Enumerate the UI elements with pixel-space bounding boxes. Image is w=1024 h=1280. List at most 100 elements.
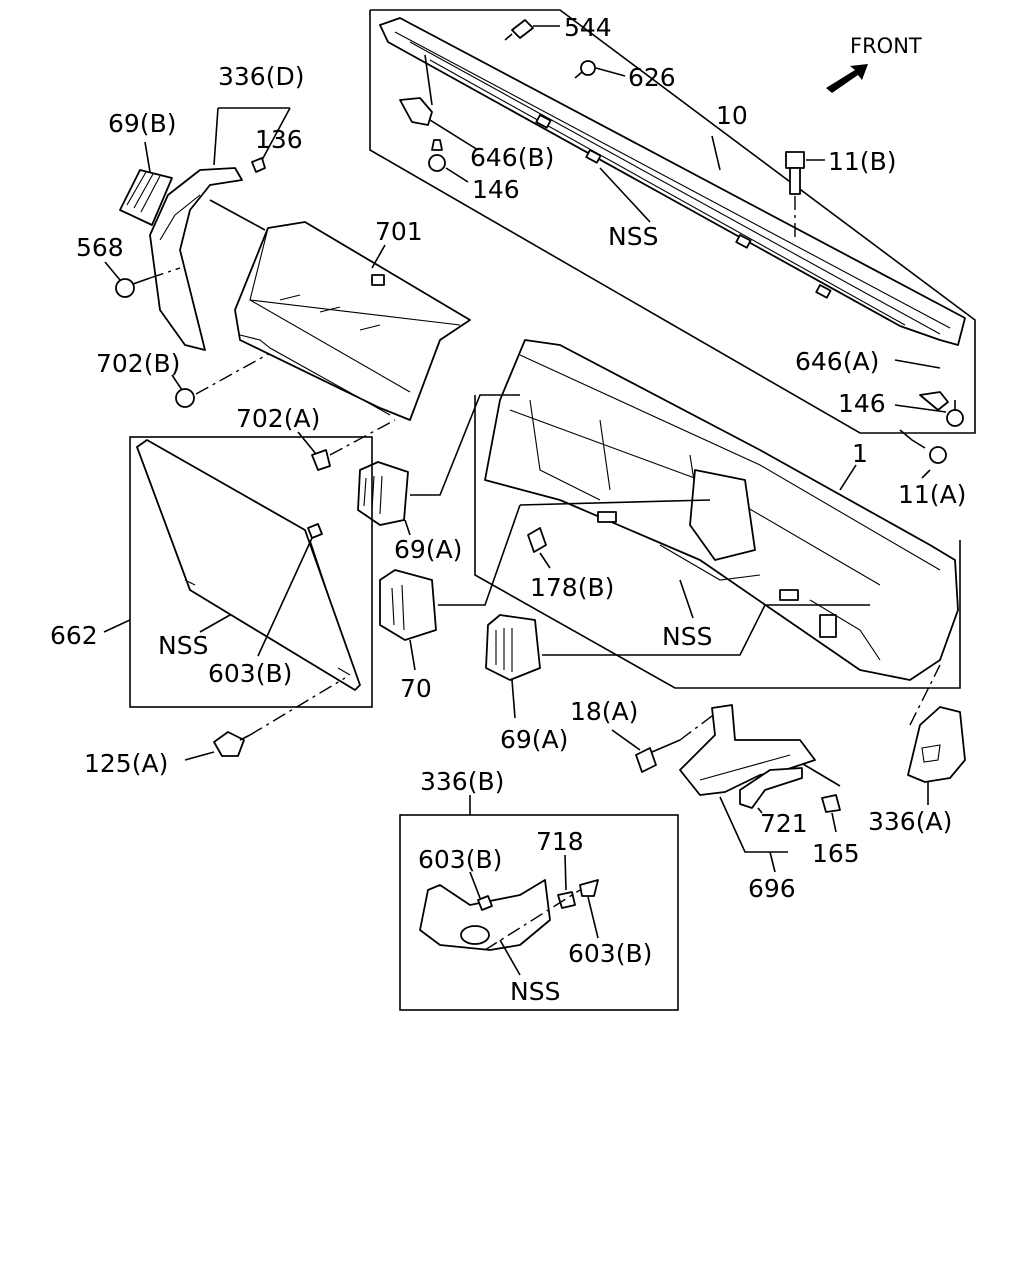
- label-702b: 702(B): [96, 349, 180, 378]
- label-10: 10: [716, 101, 748, 130]
- label-70: 70: [400, 674, 432, 703]
- label-626: 626: [628, 63, 676, 92]
- leader-nss-left: [199, 614, 231, 633]
- side-cover-336a-axis: [909, 664, 941, 726]
- screw-125a-axis: [249, 677, 346, 736]
- leader-nss-mid: [679, 579, 694, 619]
- label-603b-box1: 603(B): [418, 845, 502, 874]
- label-125a: 125(A): [84, 749, 168, 778]
- vent-69a-left-link: [410, 394, 520, 496]
- leader-702b: [171, 374, 183, 391]
- clip-178b-icon: [527, 527, 547, 553]
- label-646b: 646(B): [470, 143, 554, 172]
- label-662: 662: [50, 621, 98, 650]
- leader-nss-box: [499, 939, 521, 976]
- vent-69a-mid-icon: [485, 614, 541, 681]
- label-718: 718: [536, 827, 584, 856]
- leader-70: [409, 639, 416, 671]
- leader-125a: [184, 751, 215, 761]
- label-336d: 336(D): [218, 62, 304, 91]
- label-568: 568: [76, 233, 124, 262]
- top-group-frame-left: [369, 10, 893, 434]
- leader-721-b: [802, 763, 841, 787]
- screw-568-axis: [149, 267, 181, 279]
- leader-696: [769, 851, 776, 873]
- glovebox-lid-frame: [129, 436, 373, 708]
- crossbar-part: [379, 17, 966, 346]
- clip-603b-box1-icon: [477, 895, 493, 911]
- leader-721: [757, 807, 763, 814]
- label-702a: 702(A): [236, 404, 320, 433]
- label-721: 721: [760, 809, 808, 838]
- leader-178b: [539, 552, 551, 569]
- nut-11a-icon: [929, 446, 947, 464]
- leader-69a-mid: [511, 679, 516, 719]
- label-336a: 336(A): [868, 807, 952, 836]
- leader-1: [839, 464, 857, 491]
- leader-18a: [611, 729, 641, 751]
- label-165: 165: [812, 839, 860, 868]
- clip-603b-lid-icon: [307, 523, 323, 539]
- glovebox-housing-701: [234, 221, 471, 421]
- label-11b: 11(B): [828, 147, 896, 176]
- leader-568: [104, 261, 121, 281]
- screw-544-icon: [504, 19, 534, 41]
- side-cover-336b: [419, 879, 551, 951]
- clip-136-icon: [251, 157, 266, 173]
- label-603b-left: 603(B): [208, 659, 292, 688]
- leader-646a: [894, 359, 941, 369]
- clip-165-icon: [821, 794, 841, 813]
- leader-603b-box1: [469, 871, 481, 899]
- label-146-top: 146: [472, 175, 520, 204]
- label-69a-left: 69(A): [394, 535, 462, 564]
- clip-146-top-icon: [428, 139, 446, 172]
- leader-702a: [297, 431, 317, 455]
- label-136: 136: [255, 125, 303, 154]
- instrument-panel-1: [484, 339, 959, 681]
- label-69b: 69(B): [108, 109, 176, 138]
- label-nss-box: NSS: [510, 977, 560, 1006]
- label-nss-mid: NSS: [662, 622, 712, 651]
- label-544: 544: [564, 13, 612, 42]
- screw-568-icon: [115, 277, 151, 298]
- screw-18a-axis: [679, 709, 721, 741]
- label-nss-left: NSS: [158, 631, 208, 660]
- label-11a: 11(A): [898, 480, 966, 509]
- leader-10: [711, 135, 721, 171]
- leader-336d-b: [261, 107, 291, 161]
- label-646a: 646(A): [795, 347, 879, 376]
- label-178b: 178(B): [530, 573, 614, 602]
- nut-702b-icon: [175, 388, 195, 408]
- vent-69b-link: [209, 199, 266, 231]
- vent-69b-icon: [119, 169, 173, 226]
- vent-70-link: [438, 504, 521, 606]
- leader-336d-a: [213, 107, 219, 166]
- clip-646a-icon: [919, 391, 949, 411]
- vent-70-icon: [379, 569, 437, 641]
- bracket-696: [719, 796, 788, 853]
- label-69a-mid: 69(A): [500, 725, 568, 754]
- leader-165: [831, 812, 837, 833]
- side-cover-336a: [907, 706, 966, 783]
- front-arrow-icon: [826, 64, 868, 93]
- leader-646b-down: [424, 54, 433, 106]
- leader-146-top: [445, 167, 469, 183]
- front-label: FRONT: [850, 34, 922, 58]
- leader-nss-top: [599, 167, 651, 223]
- label-nss-top: NSS: [608, 222, 658, 251]
- vent-69a-left-icon: [357, 461, 409, 526]
- leader-69a-left: [404, 519, 411, 536]
- leader-701: [371, 244, 386, 269]
- clip-146-right-icon: [946, 400, 964, 427]
- screw-626-icon: [574, 60, 596, 79]
- leader-146-right: [894, 404, 947, 413]
- label-18a: 18(A): [570, 697, 638, 726]
- pad-718-icon: [557, 891, 576, 909]
- leader-178b-link: [519, 499, 711, 506]
- label-603b-box2: 603(B): [568, 939, 652, 968]
- vent-69a-mid-link: [542, 604, 870, 656]
- label-336b: 336(B): [420, 767, 504, 796]
- leader-718: [564, 854, 567, 891]
- label-696: 696: [748, 874, 796, 903]
